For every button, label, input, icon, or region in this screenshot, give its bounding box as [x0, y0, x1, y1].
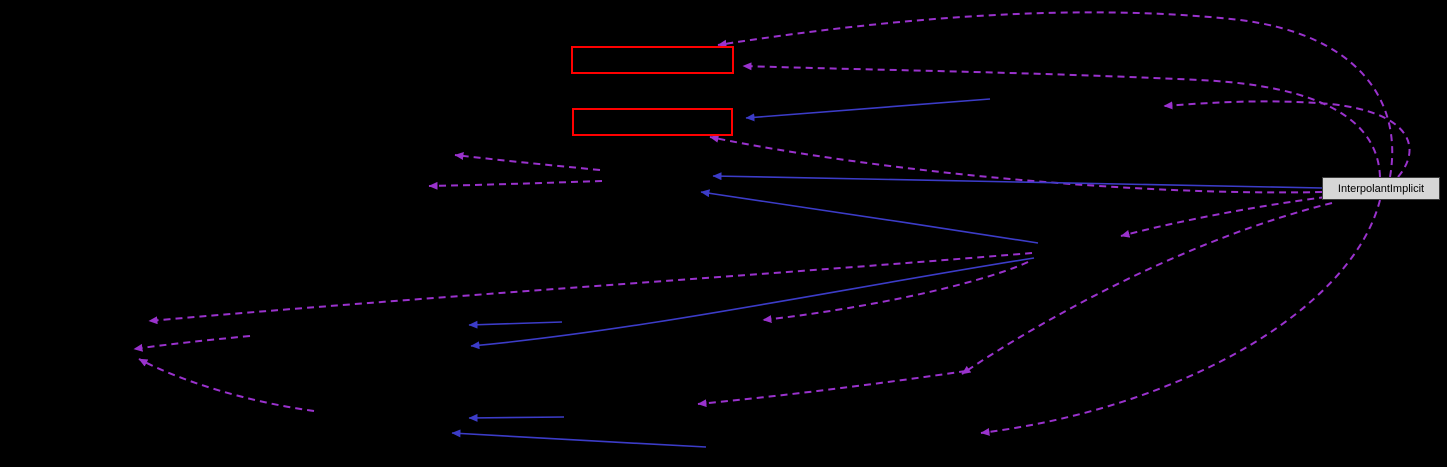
edge-inh-mid-long	[470, 257, 1035, 350]
node-highlight-mid[interactable]	[572, 108, 733, 136]
edge-usage-right-lower-2	[980, 199, 1381, 436]
edge-usage-upper-arc	[742, 62, 1381, 178]
edge-usage-right-lower-1	[961, 202, 1333, 375]
edge-inh-mid-short	[468, 320, 563, 329]
edge-usage-lower-center	[697, 370, 967, 408]
edge-usage-long-left	[148, 252, 1033, 325]
edge-usage-far-left-short	[133, 335, 251, 352]
node-interpolantimplicit-label: InterpolantImplicit	[1337, 182, 1425, 195]
edge-usage-right-mid	[1120, 196, 1327, 238]
edge-usage-right-upper	[1163, 100, 1411, 178]
edge-inh-bottom-long	[451, 429, 707, 448]
node-highlight-top[interactable]	[571, 46, 734, 74]
node-interpolantimplicit[interactable]: InterpolantImplicit	[1322, 177, 1440, 200]
edge-usage-center	[762, 261, 1029, 324]
edge-inh-bottom-short	[468, 413, 565, 422]
edge-inh-curve-upper	[700, 189, 1039, 244]
edge-usage-to-midbox	[709, 134, 1323, 194]
edge-usage-top-arc	[717, 11, 1394, 178]
edge-inh-to-midbox	[745, 98, 991, 122]
edge-usage-bottom-left	[138, 358, 315, 412]
edge-inh-long-straight	[712, 172, 1323, 189]
edge-usage-left-short-2	[428, 180, 603, 190]
edge-usage-left-short-1	[454, 152, 601, 171]
